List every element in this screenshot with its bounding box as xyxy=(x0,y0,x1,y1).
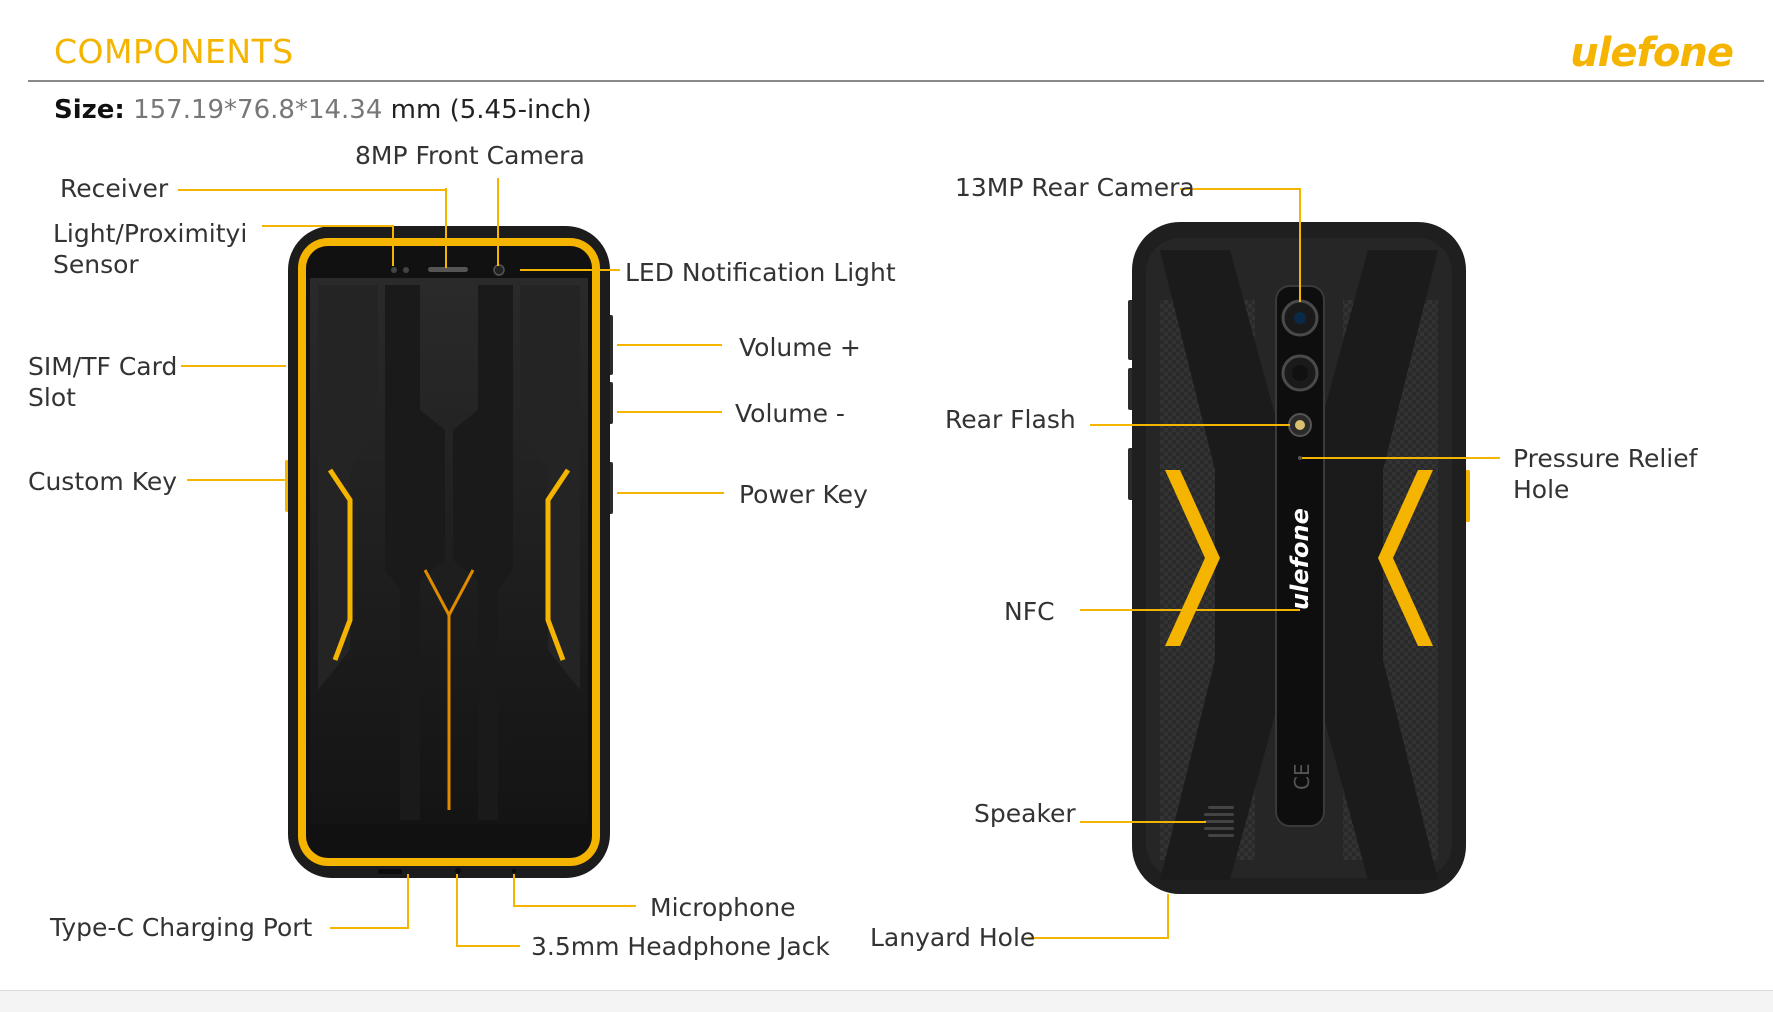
label-volume-up: Volume + xyxy=(739,333,861,362)
front-camera-lens xyxy=(494,265,504,275)
label-nfc: NFC xyxy=(1004,597,1055,626)
label-power-key: Power Key xyxy=(739,480,868,509)
label-volume-down: Volume - xyxy=(735,399,845,428)
label-rear-flash: Rear Flash xyxy=(945,405,1076,434)
label-rear-camera: 13MP Rear Camera xyxy=(955,173,1195,202)
footer-band xyxy=(0,991,1773,1012)
label-light-sensor-line1: Light/Proximityi xyxy=(53,219,247,248)
rear-branding: ulefone xyxy=(1286,508,1314,610)
label-led: LED Notification Light xyxy=(625,258,896,287)
receiver-grille xyxy=(428,267,468,272)
label-type-c: Type-C Charging Port xyxy=(49,913,313,942)
pressure-relief-hole xyxy=(1298,456,1302,460)
label-pressure-line1: Pressure Relief xyxy=(1513,444,1699,473)
type-c-port xyxy=(378,869,402,874)
label-pressure-line2: Hole xyxy=(1513,475,1569,504)
label-sim-line1: SIM/TF Card xyxy=(28,352,177,381)
label-speaker: Speaker xyxy=(974,799,1076,828)
label-custom-key: Custom Key xyxy=(28,467,177,496)
label-receiver: Receiver xyxy=(60,174,169,203)
label-front-camera: 8MP Front Camera xyxy=(355,141,585,170)
label-headphone: 3.5mm Headphone Jack xyxy=(531,932,830,961)
label-microphone: Microphone xyxy=(650,893,796,922)
ce-mark: CE xyxy=(1290,763,1314,790)
light-sensor xyxy=(391,267,397,273)
front-phone xyxy=(285,226,613,878)
microphone-hole xyxy=(512,869,516,873)
label-sim-line2: Slot xyxy=(28,383,76,412)
headphone-jack xyxy=(455,868,461,874)
rear-phone: ulefone CE xyxy=(1128,222,1470,894)
proximity-sensor xyxy=(403,267,409,273)
label-lanyard: Lanyard Hole xyxy=(870,923,1035,952)
label-light-sensor-line2: Sensor xyxy=(53,250,139,279)
